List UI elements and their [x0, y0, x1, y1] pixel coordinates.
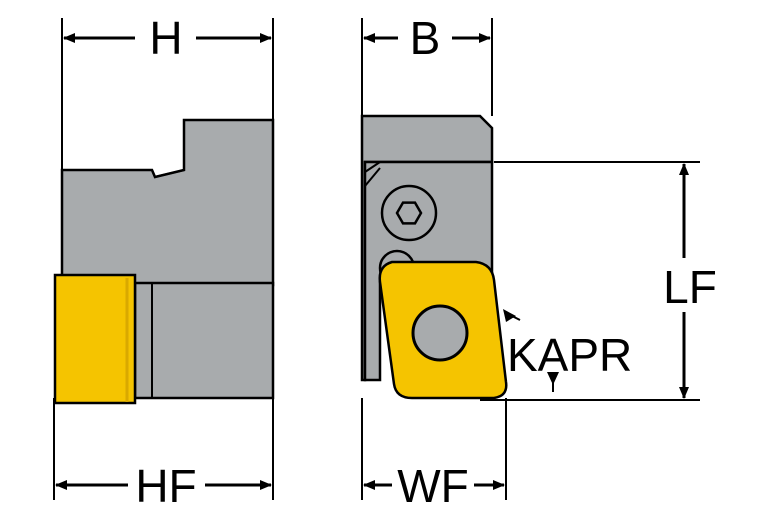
- wf-label: WF: [397, 460, 469, 512]
- holder-chamfer-2: [364, 167, 381, 187]
- holder-body-lower: [133, 281, 275, 400]
- kapr-label: KAPR: [507, 329, 632, 381]
- hex-socket-icon: [395, 201, 423, 225]
- holder-chamfer: [364, 161, 381, 173]
- insert-hole: [411, 304, 469, 362]
- hf-label: HF: [135, 460, 196, 512]
- holder-body-upper: [60, 118, 275, 287]
- lf-label: LF: [663, 261, 717, 313]
- b-label: B: [410, 12, 441, 64]
- insert-side: [53, 273, 137, 405]
- front-view: B WF LF KAPR: [360, 12, 717, 512]
- kapr-leader-upper: [507, 313, 521, 321]
- holder-notch: [151, 169, 185, 179]
- side-view: H HF: [53, 12, 275, 512]
- h-label: H: [149, 12, 182, 64]
